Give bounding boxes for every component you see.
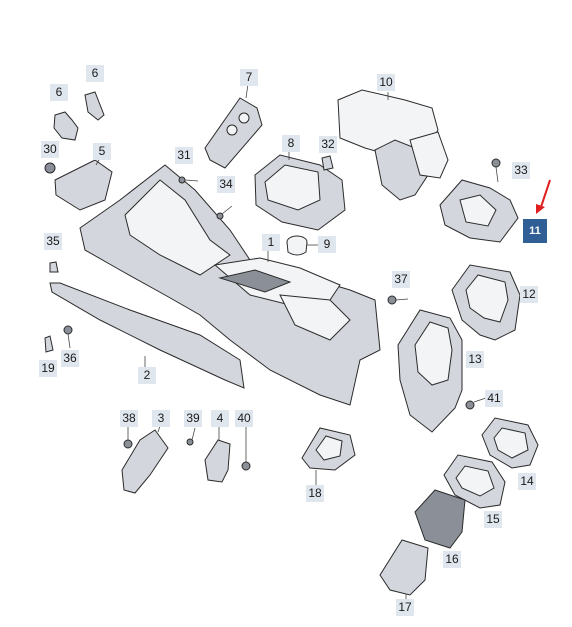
callout-8: 8 <box>282 135 300 152</box>
callout-1: 1 <box>262 234 280 251</box>
part-15-bezel <box>443 454 506 509</box>
callout-7: 7 <box>240 69 258 86</box>
callout-37: 37 <box>392 271 410 288</box>
callout-19: 19 <box>39 360 57 377</box>
part-4-bracket <box>204 426 231 483</box>
callout-30: 30 <box>41 141 59 158</box>
part-39-screw <box>186 427 196 446</box>
callout-4: 4 <box>211 410 229 427</box>
callout-18: 18 <box>306 485 324 502</box>
part-33-screw <box>491 158 501 183</box>
callout-41: 41 <box>485 390 503 407</box>
part-18-vent <box>301 427 356 486</box>
callout-40: 40 <box>235 410 253 427</box>
callout-6a: 6 <box>50 84 68 101</box>
part-34-screw <box>216 205 233 220</box>
part-14-bezel <box>481 417 539 469</box>
callout-12: 12 <box>520 286 538 303</box>
callout-35: 35 <box>44 233 62 250</box>
part-10-armrest <box>337 89 449 201</box>
callout-6b: 6 <box>86 65 104 82</box>
callout-5: 5 <box>93 143 111 160</box>
part-6-right-bracket <box>84 91 105 121</box>
callout-34: 34 <box>217 176 235 193</box>
callout-17: 17 <box>396 599 414 616</box>
part-19-clip <box>44 335 54 353</box>
callout-15: 15 <box>484 511 502 528</box>
callout-13: 13 <box>466 351 484 368</box>
part-37-screw <box>387 295 409 305</box>
callout-33: 33 <box>512 162 530 179</box>
callout-11-highlighted: 11 <box>523 219 547 243</box>
part-41-screw <box>465 397 487 410</box>
part-1-center-console <box>79 164 381 406</box>
callout-3: 3 <box>152 410 170 427</box>
callout-16: 16 <box>443 551 461 568</box>
callout-9: 9 <box>318 236 336 253</box>
part-5-panel <box>54 157 113 211</box>
highlight-arrow <box>536 179 551 214</box>
part-6-left-bracket <box>53 111 79 141</box>
part-35-clip <box>49 261 59 273</box>
part-7-switch-panel <box>204 83 263 169</box>
callout-2: 2 <box>138 367 156 384</box>
part-32-clip <box>321 155 334 171</box>
callout-39: 39 <box>184 410 202 427</box>
callout-31: 31 <box>175 147 193 164</box>
part-16-insert <box>414 489 466 549</box>
part-30-clip <box>44 162 56 174</box>
part-3-bracket <box>121 425 169 494</box>
part-12-vent-frame <box>451 264 521 341</box>
callout-32: 32 <box>319 136 337 153</box>
part-11-bracket <box>439 179 519 243</box>
callout-10: 10 <box>377 74 395 91</box>
part-38-clip <box>123 426 133 449</box>
callout-14: 14 <box>518 473 536 490</box>
callout-36: 36 <box>61 350 79 367</box>
part-9-cup-holder <box>286 235 318 256</box>
part-17-tray <box>379 539 429 600</box>
part-31-screw <box>178 176 199 184</box>
part-8-display-tray <box>254 151 346 231</box>
part-36-screw <box>63 325 73 349</box>
callout-38: 38 <box>120 410 138 427</box>
part-13-rear-panel <box>397 309 463 433</box>
part-40-clip <box>241 426 251 471</box>
